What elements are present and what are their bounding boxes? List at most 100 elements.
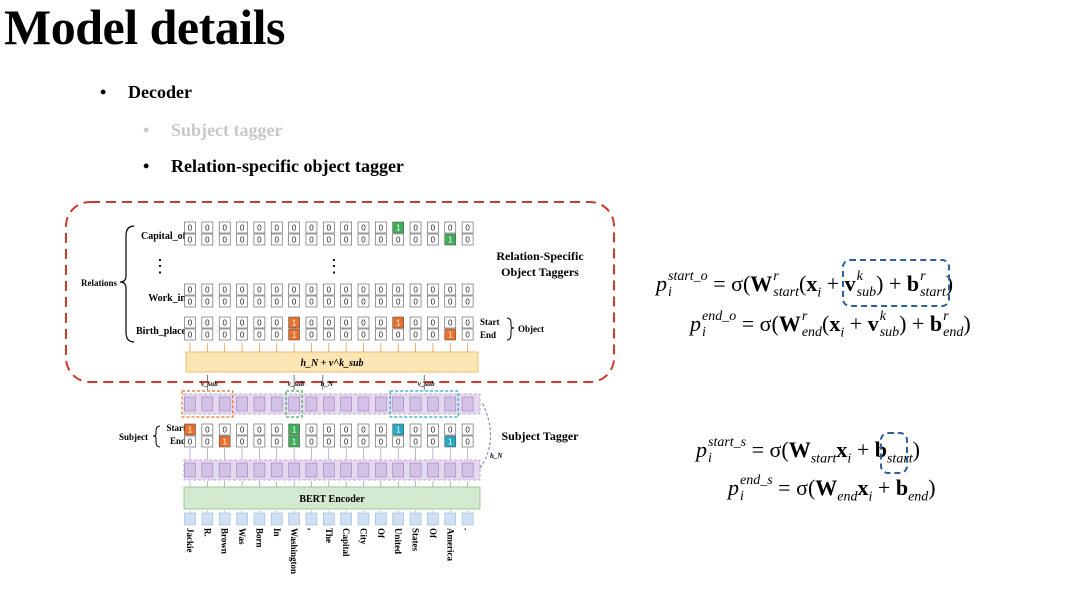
relation-work_in-start-cell [236, 283, 248, 296]
bullet-dot: • [100, 82, 107, 102]
tag-value: 0 [431, 298, 436, 307]
tag-value: 0 [188, 319, 193, 328]
tag-value: 0 [396, 331, 401, 340]
token-box [288, 512, 300, 526]
subject-tagger-end-cell [322, 435, 335, 448]
input-token: Was [237, 528, 247, 545]
tag-value: 0 [327, 438, 332, 447]
relation-capital_of-end-cell [305, 233, 318, 246]
relation-birth_place-end-cell [357, 328, 370, 341]
tag-value: 0 [240, 331, 245, 340]
relation-birth_place-end-cell [392, 328, 405, 341]
relation-work_in-start-cell [461, 283, 474, 296]
relation-birth_place-start-cell [184, 316, 196, 329]
relation-birth_place-end-cell [236, 328, 248, 341]
subject-group-orange [181, 390, 234, 418]
tag-value: 0 [188, 224, 193, 233]
token-box [392, 512, 405, 526]
v-sub-label-teal: v_sub [418, 380, 435, 388]
relation-row-label: Work_in [148, 293, 186, 304]
input-token: United [393, 528, 403, 554]
subject-tagger-end-cell [357, 435, 370, 448]
vertical-dots: ⋮ [151, 256, 169, 276]
relation-birth_place-end-cell [409, 328, 422, 341]
relations-label: Relations [81, 278, 117, 288]
tag-value: 0 [431, 331, 436, 340]
tag-value: 0 [205, 331, 210, 340]
relation-capital_of-start-cell [184, 221, 196, 234]
relation-capital_of-start-cell [288, 221, 300, 234]
relation-work_in-start-cell [305, 283, 318, 296]
relation-birth_place-end-cell [461, 328, 474, 341]
relation-work_in-end-cell [427, 295, 439, 308]
subject-tagger-start-cell [444, 423, 457, 436]
relation-work_in-start-cell [375, 283, 387, 296]
tag-value: 0 [240, 438, 245, 447]
end-label: End [480, 330, 496, 340]
upper-embedding-cell [322, 396, 335, 412]
relation-birth_place-start-cell [201, 316, 214, 329]
lower-embedding-cell [253, 462, 266, 478]
subject-tagger-start-cell [409, 423, 422, 436]
tag-value: 0 [413, 331, 418, 340]
subject-tagger-start-cell [201, 423, 214, 436]
input-token: R. [202, 528, 212, 537]
relation-row-label: Capital_of [141, 231, 187, 242]
tag-value: 0 [327, 224, 332, 233]
upper-embedding-cell [461, 396, 474, 412]
lower-embedding-cell [444, 462, 457, 478]
start-label: Start [480, 317, 500, 327]
relation-capital_of-start-cell [375, 221, 387, 234]
relation-work_in-end-cell [444, 295, 457, 308]
relation-work_in-end-cell [357, 295, 370, 308]
subject-brace [152, 425, 161, 448]
relation-birth_place-end-cell [322, 328, 335, 341]
h-n-label-right: h_N [490, 452, 503, 460]
tag-value: 0 [344, 298, 349, 307]
tag-value: 0 [257, 224, 262, 233]
tag-value: 0 [240, 224, 245, 233]
tag-value: 0 [431, 438, 436, 447]
tag-value: 0 [465, 331, 470, 340]
tag-value: 0 [257, 438, 262, 447]
relation-work_in-end-cell [409, 295, 422, 308]
tag-value: 0 [413, 438, 418, 447]
tag-value: 0 [379, 298, 384, 307]
relation-work_in-end-cell [375, 295, 387, 308]
relation-capital_of-end-cell [392, 233, 405, 246]
tag-value: 0 [222, 331, 227, 340]
skip-connection-arrow [479, 401, 491, 469]
tag-value: 0 [465, 298, 470, 307]
subject-start-label: Start [167, 423, 187, 433]
input-token: In [272, 528, 282, 537]
tag-value: 0 [257, 298, 262, 307]
tag-value: 0 [465, 286, 470, 295]
upper-embedding-cell [409, 396, 422, 412]
subject-tagger-end-cell [305, 435, 318, 448]
relation-capital_of-start-cell [444, 221, 457, 234]
tag-value: 0 [344, 224, 349, 233]
relation-birth_place-end-cell [184, 328, 196, 341]
tag-value: 0 [361, 426, 366, 435]
tag-value: 0 [205, 236, 210, 245]
tag-value: 0 [309, 286, 314, 295]
relation-birth_place-start-cell [340, 316, 352, 329]
tag-value: 0 [309, 438, 314, 447]
token-box [357, 512, 370, 526]
hn-plus-vsub-band [185, 351, 479, 373]
token-box [427, 512, 439, 526]
tag-value: 0 [327, 331, 332, 340]
relation-capital_of-start-cell [253, 221, 266, 234]
tag-value: 0 [275, 426, 280, 435]
tag-value: 0 [431, 286, 436, 295]
tag-value: 0 [240, 236, 245, 245]
tag-value: 0 [413, 224, 418, 233]
tag-value: 0 [379, 319, 384, 328]
input-token: America [445, 528, 455, 561]
tag-value: 0 [275, 438, 280, 447]
relation-capital_of-end-cell [184, 233, 196, 246]
relation-capital_of-start-cell [305, 221, 318, 234]
tag-value: 0 [309, 319, 314, 328]
tag-value: 0 [465, 236, 470, 245]
